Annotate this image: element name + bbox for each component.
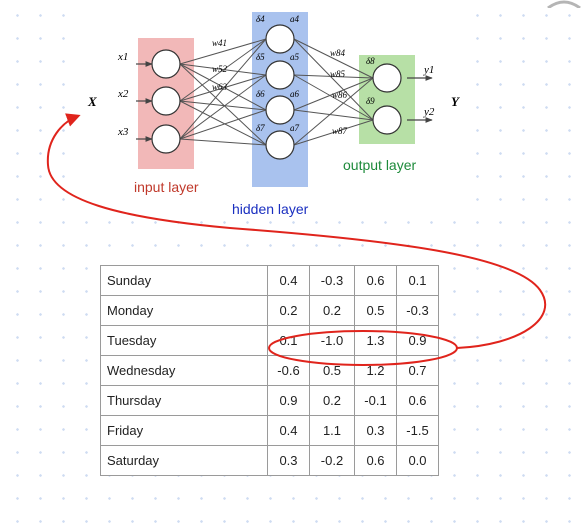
value-cell: 1.2 [354,355,397,386]
value-cell: 0.4 [267,265,310,296]
value-cell: 0.3 [354,415,397,446]
value-cell: -1.0 [309,325,355,356]
hidden-output-edge [293,38,374,79]
input-node-1 [151,49,181,79]
hidden-activation-7: a7 [290,123,300,133]
hidden-node-7 [265,130,295,160]
output-delta-8: δ8 [366,56,375,66]
hidden-output-edge [293,38,374,121]
hidden-delta-7: δ7 [256,123,265,133]
output-label-2: y2 [423,106,435,118]
value-cell: 0.5 [354,295,397,326]
value-cell: 0.6 [354,265,397,296]
output-layer-label: output layer [343,157,416,173]
hidden-delta-6: δ6 [256,89,265,99]
value-cell: -0.2 [309,445,355,476]
hidden-delta-4: δ4 [256,14,265,24]
weight-label-86: w86 [332,90,348,100]
neural-network-diagram: x1 x2 x3 X y1 y2 Y δ4 a4 δ5 a5 δ6 a6 δ7 … [87,12,460,217]
day-cell: Sunday [100,265,268,296]
input-layer-label: input layer [134,179,199,195]
weight-label-63: w63 [212,82,228,92]
value-cell: 1.3 [354,325,397,356]
input-label-1: x1 [117,51,128,63]
value-cell: -0.1 [354,385,397,416]
connections [179,38,374,146]
value-cell: 0.7 [396,355,439,386]
day-cell: Friday [100,415,268,446]
day-cell: Tuesday [100,325,268,356]
input-node-2 [151,86,181,116]
value-cell: 0.6 [396,385,439,416]
hidden-output-edge [293,77,374,111]
value-cell: 1.1 [309,415,355,446]
value-cell: 0.2 [309,295,355,326]
hidden-activation-6: a6 [290,89,300,99]
value-cell: -0.3 [396,295,439,326]
value-cell: -0.6 [267,355,310,386]
input-label-2: x2 [117,88,129,100]
value-cell: 0.3 [267,445,310,476]
value-cell: 0.1 [267,325,310,356]
hidden-delta-5: δ5 [256,52,265,62]
hidden-activation-4: a4 [290,14,300,24]
weight-label-87: w87 [332,126,348,136]
neural-network-figure: x1 x2 x3 X y1 y2 Y δ4 a4 δ5 a5 δ6 a6 δ7 … [70,0,468,220]
value-cell: 0.1 [396,265,439,296]
output-node-8 [372,63,402,93]
output-delta-9: δ9 [366,96,375,106]
value-cell: 0.2 [267,295,310,326]
hidden-node-6 [265,95,295,125]
value-cell: 0.4 [267,415,310,446]
input-hidden-edge [179,74,267,102]
value-cell: 0.0 [396,445,439,476]
output-label-1: y1 [423,64,434,76]
day-cell: Wednesday [100,355,268,386]
hidden-output-edge [293,74,374,79]
day-cell: Monday [100,295,268,326]
input-vector-label: X [87,94,97,109]
input-hidden-edge [179,38,267,65]
value-cell: 0.2 [309,385,355,416]
hidden-layer-label: hidden layer [232,201,309,217]
day-cell: Thursday [100,385,268,416]
output-node-9 [372,105,402,135]
day-cell: Saturday [100,445,268,476]
output-vector-label: Y [451,94,460,109]
weight-label-84: w84 [330,48,346,58]
weight-label-41: w41 [212,38,227,48]
value-cell: 0.9 [267,385,310,416]
weight-label-52: w52 [212,64,228,74]
input-hidden-edge [179,38,267,102]
value-cell: 0.5 [309,355,355,386]
corner-decoration [547,0,581,8]
value-cell: -1.5 [396,415,439,446]
hidden-node-4 [265,24,295,54]
value-cell: 0.6 [354,445,397,476]
weight-label-85: w85 [330,69,346,79]
hidden-activation-5: a5 [290,52,300,62]
hidden-output-edge [293,74,374,121]
input-node-3 [151,124,181,154]
input-hidden-edge [179,100,267,111]
input-hidden-edge [179,63,267,111]
hidden-node-5 [265,60,295,90]
input-label-3: x3 [117,126,129,138]
value-cell: 0.9 [396,325,439,356]
value-cell: -0.3 [309,265,355,296]
